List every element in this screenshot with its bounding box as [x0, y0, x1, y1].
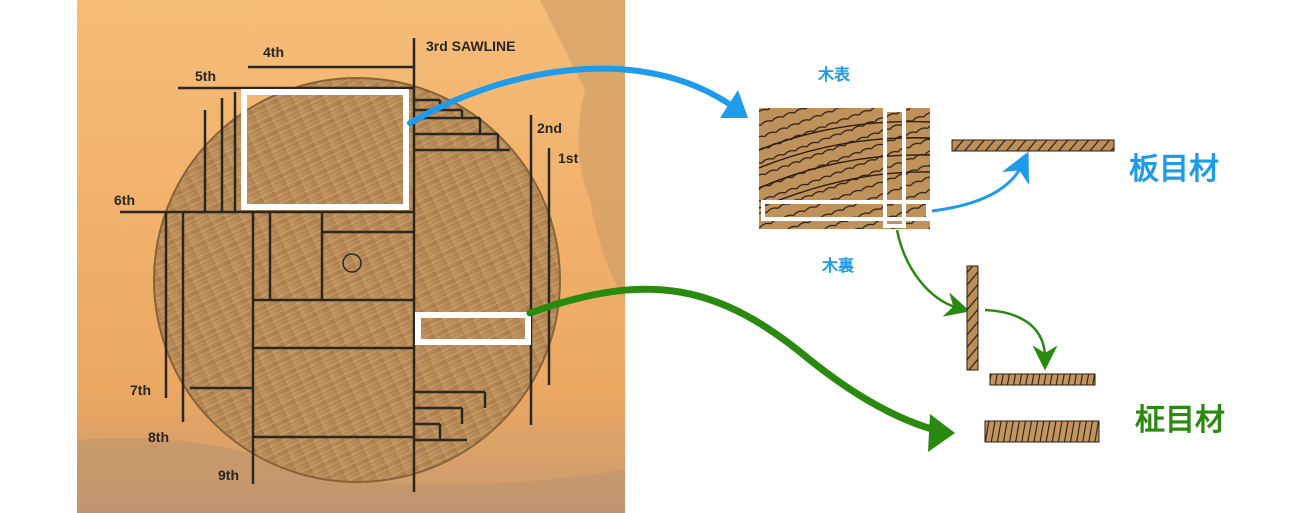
pith-side-label: 木裏	[821, 256, 855, 275]
flat-board-small-arrow	[931, 151, 1030, 213]
bark-side-label: 木表	[817, 65, 851, 84]
sawline-label-2nd: 2nd	[537, 120, 562, 136]
sawline-label-8th: 8th	[148, 429, 169, 445]
sawline-label-6th: 6th	[114, 192, 135, 208]
log-photo: 3rd SAWLINE 4th 5th 2nd 1st 6th 7th 8th …	[77, 0, 625, 513]
pith-circle	[342, 253, 362, 273]
quarter-sawn-board-highlight	[415, 312, 531, 345]
flat-sawn-arrow	[407, 65, 738, 126]
sawline-label-7th: 7th	[130, 382, 151, 398]
flat-sawn-board	[951, 139, 1115, 152]
quarter-board-small-arrow	[895, 229, 971, 317]
quarter-sawn-board	[984, 420, 1100, 443]
quarter-rotate-arrow	[984, 308, 1058, 371]
board-cross-section	[758, 108, 931, 229]
flat-sawn-arrow-head	[720, 90, 748, 118]
saw-lines	[120, 38, 551, 492]
flat-sawn-label: 板目材	[1129, 152, 1219, 187]
sawline-label-5th: 5th	[195, 68, 216, 84]
flat-cut-highlight	[761, 200, 930, 221]
flat-sawn-board-highlight	[241, 89, 409, 210]
sawline-label-3rd: 3rd SAWLINE	[426, 38, 515, 54]
quarter-sawn-label: 柾目材	[1135, 403, 1225, 438]
quarter-cut-highlight	[883, 108, 906, 228]
sawline-label-9th: 9th	[218, 467, 239, 483]
quarter-board-rotated	[989, 373, 1096, 386]
sawline-label-4th: 4th	[263, 44, 284, 60]
quarter-sawn-arrow	[526, 285, 939, 434]
sawline-label-1st: 1st	[558, 150, 579, 166]
quarter-board-vertical	[966, 265, 979, 371]
quarter-sawn-arrow-head	[928, 414, 955, 452]
log-cross-section	[153, 77, 561, 483]
